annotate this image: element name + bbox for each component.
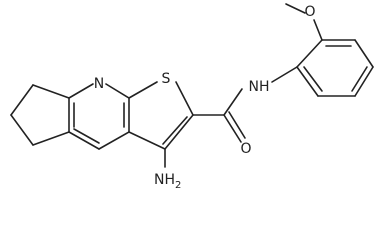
chemical-structure: N S NH O O NH2 xyxy=(10,3,374,191)
amide-group xyxy=(192,88,246,143)
amide-oxygen-label: O xyxy=(240,141,251,157)
sulfur-label: S xyxy=(162,71,171,87)
ring-nitrogen-label: N xyxy=(94,76,104,92)
amino-nh-text: NH xyxy=(154,172,175,188)
amino-group-label: NH2 xyxy=(154,172,181,191)
amino-subscript-text: 2 xyxy=(175,180,181,191)
thiophene-ring xyxy=(128,81,194,150)
phenyl-ring xyxy=(271,39,374,97)
methoxy-group xyxy=(285,3,323,41)
diagram-canvas: N S NH O O NH2 xyxy=(10,3,374,191)
methoxy-oxygen-label: O xyxy=(304,4,315,20)
amide-nh-label: NH xyxy=(249,79,270,95)
pyridine-ring xyxy=(68,83,130,150)
cyclopentane-ring xyxy=(10,84,70,146)
